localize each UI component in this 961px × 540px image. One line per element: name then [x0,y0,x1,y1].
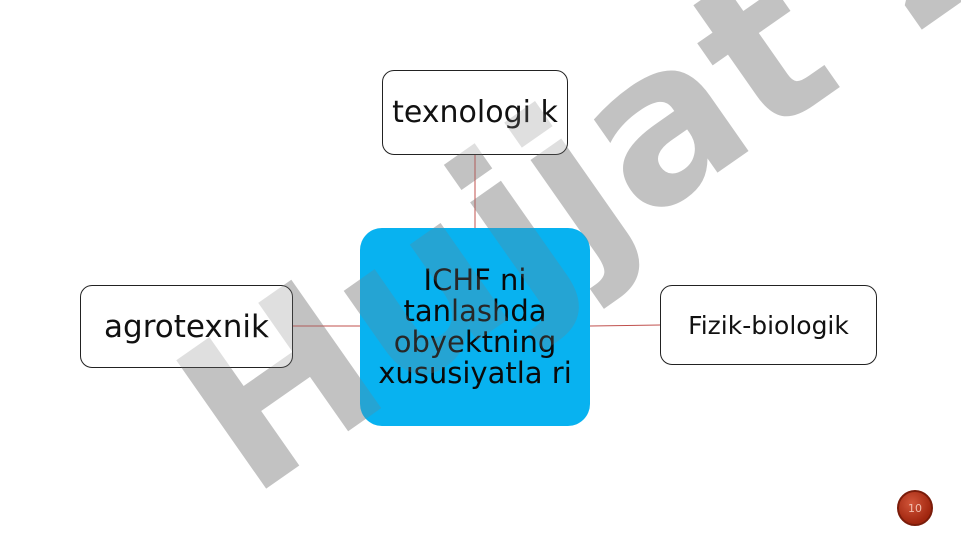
connector-right [589,324,661,327]
node-texnologik: texnologi k [382,70,568,155]
node-fizik-biologik-label: Fizik-biologik [688,310,849,340]
node-texnologik-label: texnologi k [392,94,558,130]
page-number-badge: 10 [897,490,933,526]
page-number-label: 10 [908,501,922,515]
node-center-label: ICHF ni tanlashda obyektning xususiyatla… [378,263,572,390]
node-center: ICHF ni tanlashda obyektning xususiyatla… [360,228,590,426]
node-agrotexnik-label: agrotexnik [104,308,269,345]
node-agrotexnik: agrotexnik [80,285,293,368]
node-fizik-biologik: Fizik-biologik [660,285,877,365]
